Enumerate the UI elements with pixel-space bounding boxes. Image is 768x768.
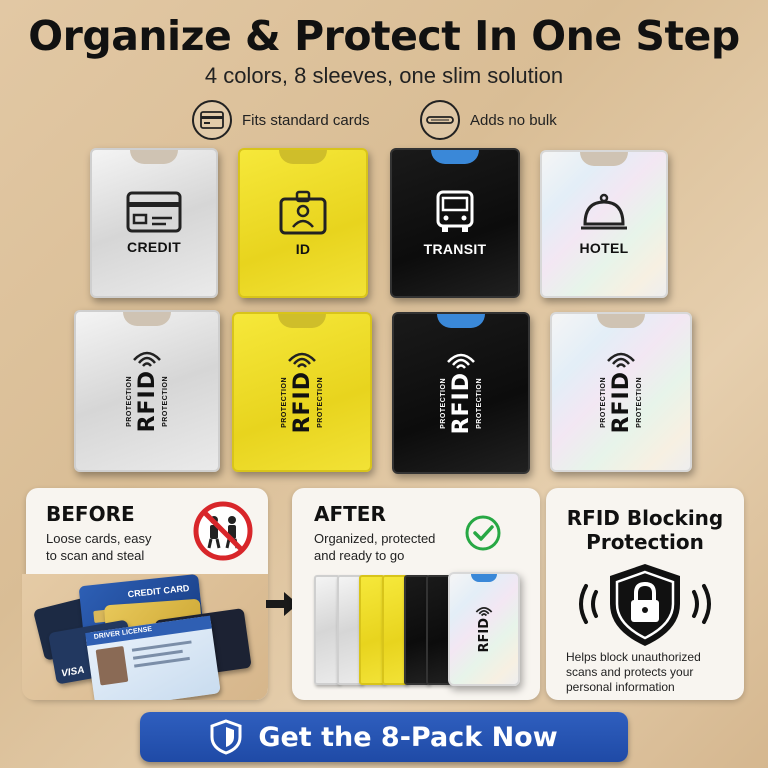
rfid-big-text: RFID	[448, 371, 474, 435]
feature-no-bulk: Adds no bulk	[420, 100, 557, 140]
license-lines	[134, 656, 190, 668]
feature-label: Adds no bulk	[470, 111, 557, 129]
protection-title-line: RFID Blocking	[566, 506, 724, 530]
sleeve-notch	[279, 150, 327, 164]
visa-text: VISA	[60, 664, 86, 680]
protection-title-line: Protection	[586, 530, 704, 554]
rfid-text-block: PROTECTION RFID PROTECTION	[440, 372, 483, 434]
rfid-small-text: PROTECTION	[635, 376, 643, 428]
sleeve-notch	[431, 150, 479, 164]
sleeve-notch	[580, 152, 628, 166]
bus-icon	[436, 190, 474, 232]
sleeve-notch	[597, 314, 645, 328]
sleeve-notch	[278, 314, 326, 328]
after-text-line: and ready to go	[314, 548, 405, 563]
rfid-small-text: PROTECTION	[316, 376, 324, 428]
loose-cards-photo: CREDIT CARD VISA DRIVER LICENSE	[22, 574, 268, 700]
sleeve-notch	[471, 574, 497, 582]
after-title: AFTER	[314, 502, 386, 526]
sleeve-id: ID	[238, 148, 368, 298]
get-8-pack-button[interactable]: Get the 8-Pack Now	[140, 712, 628, 762]
rfid-text-block: PROTECTION RFID PROTECTION	[281, 371, 324, 433]
rfid-small-text: PROTECTION	[125, 375, 133, 427]
rfid-text-block: PROTECTION RFID PROTECTION	[126, 370, 169, 432]
stacked-sleeve	[382, 575, 408, 685]
credit-card-text: CREDIT CARD	[127, 582, 190, 600]
sleeve-label: ID	[295, 241, 311, 257]
protection-title: RFID Blocking Protection	[546, 506, 744, 554]
sleeve-notch	[130, 150, 178, 164]
rfid-text-block: PROTECTION RFID PROTECTION	[600, 371, 643, 433]
after-text-line: Organized, protected	[314, 531, 436, 546]
shield-icon	[210, 719, 242, 755]
service-bell-icon	[581, 193, 627, 230]
sleeve-rfid-yellow: PROTECTION RFID PROTECTION	[232, 312, 372, 472]
rfid-wave-icon	[447, 353, 475, 369]
rfid-wave-icon	[288, 352, 316, 368]
shield-lock-icon	[579, 564, 711, 646]
sleeve-transit: TRANSIT	[390, 148, 520, 298]
rfid-big-text: RFID	[134, 369, 160, 433]
rfid-big-text: RFID	[608, 370, 634, 434]
id-badge-icon	[279, 190, 327, 235]
sleeve-rfid-silver: PROTECTION RFID PROTECTION	[74, 310, 220, 472]
stacked-sleeve	[359, 575, 385, 685]
before-text-line: Loose cards, easy	[46, 531, 152, 546]
sleeve-notch	[437, 314, 485, 328]
before-text: Loose cards, easy to scan and steal	[46, 530, 152, 564]
page-subtitle: 4 colors, 8 sleeves, one slim solution	[204, 63, 564, 88]
feature-fits-cards: Fits standard cards	[192, 100, 370, 140]
rfid-wave-icon	[607, 352, 635, 368]
rfid-small-text: PROTECTION	[599, 376, 607, 428]
sleeve-notch	[123, 312, 171, 326]
sleeve-hotel: HOTEL	[540, 150, 668, 298]
license-lines	[131, 640, 192, 652]
feature-label: Fits standard cards	[242, 111, 370, 129]
rfid-big-text: RFID	[289, 370, 315, 434]
protection-text-line: personal information	[566, 680, 675, 694]
rfid-small-text: PROTECTION	[280, 376, 288, 428]
no-theft-icon	[193, 501, 253, 561]
protection-text-line: Helps block unauthorized	[566, 650, 701, 664]
rfid-wave-icon	[133, 351, 161, 367]
before-text-line: to scan and steal	[46, 548, 145, 563]
check-circle-icon	[465, 515, 501, 551]
stacked-sleeve-front: RFID	[448, 572, 520, 686]
rfid-wave-icon	[475, 606, 493, 616]
sleeve-rfid-black: PROTECTION RFID PROTECTION	[392, 312, 530, 474]
cta-label: Get the 8-Pack Now	[258, 721, 558, 753]
protection-text: Helps block unauthorized scans and prote…	[566, 650, 701, 695]
rfid-small-text: PROTECTION	[161, 375, 169, 427]
after-text: Organized, protected and ready to go	[314, 530, 435, 564]
page-title: Organize & Protect In One Step	[28, 12, 740, 60]
rfid-small-text: PROTECTION	[439, 377, 447, 429]
sleeve-label: HOTEL	[579, 240, 629, 256]
slim-sleeve-icon	[420, 100, 460, 140]
card-icon	[192, 100, 232, 140]
sleeve-label: TRANSIT	[423, 241, 487, 257]
protection-text-line: scans and protects your	[566, 665, 694, 679]
before-title: BEFORE	[46, 502, 135, 526]
license-photo	[95, 645, 129, 686]
before-panel: BEFORE Loose cards, easy to scan and ste…	[22, 488, 268, 700]
arrow-right-icon	[266, 592, 298, 616]
sleeve-rfid-holo: PROTECTION RFID PROTECTION	[550, 312, 692, 472]
credit-card-icon	[126, 191, 182, 233]
rfid-small-text: PROTECTION	[475, 377, 483, 429]
sleeve-label: CREDIT	[127, 239, 181, 255]
protection-panel: RFID Blocking Protection Helps block una…	[546, 488, 744, 700]
sleeve-credit: CREDIT	[90, 148, 218, 298]
rfid-big-text: RFID	[476, 617, 492, 653]
